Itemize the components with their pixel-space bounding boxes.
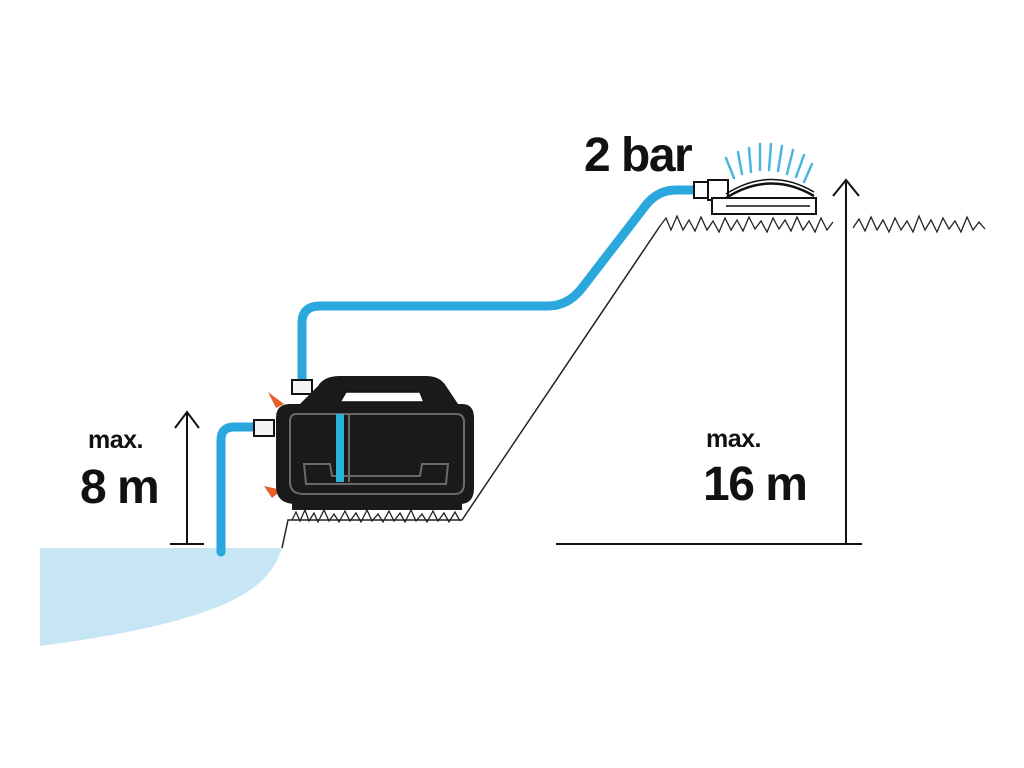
grass-pump-base [291, 508, 461, 524]
delivery-head-value: 16 m [703, 458, 808, 511]
head-max-label: max. [706, 425, 761, 453]
sprinkler-icon [693, 142, 817, 215]
garden-pump-icon [253, 376, 474, 510]
spray-jets [724, 142, 814, 184]
suction-depth-arrow [170, 410, 204, 545]
delivery-head-arrow [556, 178, 862, 545]
grass-top [659, 214, 986, 234]
suction-max-label: max. [88, 426, 143, 454]
pressure-value: 2 bar [584, 129, 693, 182]
suction-hose [216, 422, 263, 557]
delivery-hose [297, 185, 701, 385]
water-reservoir [40, 548, 282, 646]
suction-depth-value: 8 m [80, 461, 160, 514]
slope-line [281, 225, 661, 549]
